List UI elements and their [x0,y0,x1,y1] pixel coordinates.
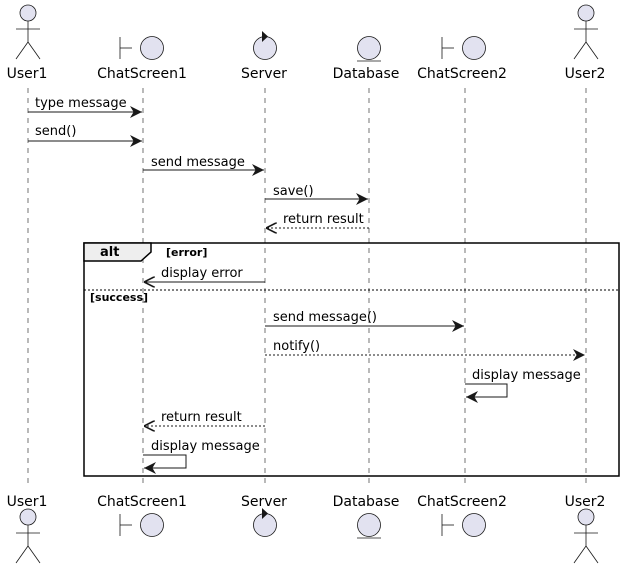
participant-label-chat2: ChatScreen2 [417,494,507,510]
participants-top: User1 ChatScreen1 Server Database ChatSc… [7,4,606,82]
lifelines [27,88,587,488]
message-label: send() [35,124,76,139]
boundary-icon [119,36,164,60]
participant-label-db: Database [333,494,400,510]
participant-label-user1: User1 [7,494,48,510]
participant-label-server: Server [241,66,287,82]
self-message-arrow [143,454,187,474]
boundary-icon [119,513,164,537]
message-label: send message [151,155,245,170]
alt-keyword: alt [100,245,119,260]
alt-guard-success: [success] [90,291,148,304]
boundary-icon [441,513,486,537]
alt-guard-error: [error] [166,246,207,259]
message-label: display message [151,439,260,454]
alt-tab [83,242,152,262]
actor-icon [15,508,41,564]
participants-bottom: User1 ChatScreen1 Server Database ChatSc… [7,494,606,564]
participant-label-user1: User1 [7,66,48,82]
participant-label-chat2: ChatScreen2 [417,66,507,82]
alt-frame [83,242,620,477]
boundary-icon [441,36,486,60]
message-label: return result [161,410,242,425]
message-label: return result [283,212,364,227]
entity-icon [357,513,381,539]
message-label: display message [472,368,581,383]
control-icon [253,31,277,60]
message-label: display error [161,266,243,281]
messages: type message send() send message save() … [28,96,585,474]
actor-icon [573,508,599,564]
participant-label-chat1: ChatScreen1 [97,66,187,82]
participant-label-user2: User2 [565,66,606,82]
entity-icon [357,36,381,62]
participant-label-chat1: ChatScreen1 [97,494,187,510]
message-label: send message() [273,310,377,325]
actor-icon [573,4,599,60]
participant-label-db: Database [333,66,400,82]
message-label: notify() [273,339,320,354]
actor-icon [15,4,41,60]
control-icon [253,508,277,537]
self-message-arrow [465,383,508,403]
participant-label-server: Server [241,494,287,510]
message-label: save() [273,184,314,199]
message-label: type message [35,96,127,111]
participant-label-user2: User2 [565,494,606,510]
alt-fragment: alt [error] [success] [83,242,620,477]
